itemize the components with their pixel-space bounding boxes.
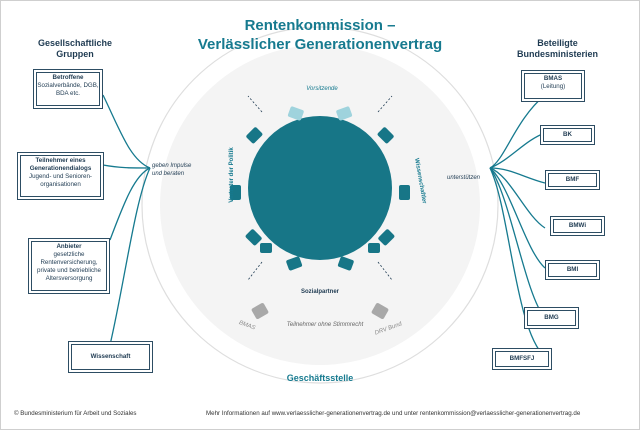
- group-box-generationendialog: Teilnehmer eines Generationendialogs Jug…: [17, 152, 104, 200]
- outer-ring: [141, 26, 499, 384]
- group-box-anbieter: Anbieter gesetzliche Rentenversicherung,…: [28, 238, 110, 294]
- right-heading: Beteiligte Bundesministerien: [500, 38, 615, 60]
- ministry-box-bmi: BMI: [545, 260, 600, 280]
- ministry-box-bk: BK: [540, 125, 595, 145]
- right-heading-line-2: Bundesministerien: [516, 49, 599, 59]
- label-politics: Vertreter der Politik: [229, 147, 235, 203]
- title-line-1: Rentenkommission –: [244, 17, 396, 34]
- label-office: Geschäftsstelle: [286, 373, 354, 383]
- ministry-box-title: BMWi: [568, 222, 587, 229]
- group-box-title: Betroffene: [52, 74, 84, 81]
- label-chair: Vorsitzende: [306, 86, 338, 92]
- ministry-box-title: BMI: [566, 266, 579, 273]
- group-box-line: organisationen: [40, 181, 81, 188]
- ministry-box-bmg: BMG: [524, 307, 579, 329]
- footer-copyright: © Bundesministerium für Arbeit und Sozia…: [14, 410, 137, 417]
- ministry-box-bmas: BMAS (Leitung): [521, 70, 585, 102]
- group-box-line: Rentenversicherung,: [40, 259, 98, 266]
- sector-lines: [247, 95, 393, 281]
- group-box-betroffene: Betroffene Sozialverbände, DGB, BDA etc.: [33, 69, 103, 109]
- left-heading-line-2: Gruppen: [56, 49, 94, 59]
- left-connectors: [102, 94, 151, 346]
- group-box-title: Teilnehmer eines Generationendialogs: [29, 157, 92, 172]
- ministry-box-sub: (Leitung): [540, 83, 566, 90]
- label-nonvoting: Teilnehmer ohne Stimmrecht: [286, 322, 364, 328]
- left-note-line-1: geben Impulse: [152, 163, 192, 169]
- central-table: [248, 116, 392, 260]
- ministry-box-title: BK: [563, 131, 572, 138]
- group-box-line: gesetzliche: [53, 251, 85, 258]
- group-box-line: private und betriebliche: [37, 267, 101, 274]
- ministry-box-bmfsfj: BMFSFJ: [492, 348, 552, 370]
- group-box-line: Sozialverbände, DGB,: [37, 82, 99, 89]
- group-box-line: Jugend- und Senioren-: [29, 173, 92, 180]
- ministry-box-bmf: BMF: [545, 170, 600, 190]
- group-box-title: Anbieter: [56, 243, 82, 250]
- ministry-box-title: BMG: [544, 314, 559, 321]
- ministry-box-title: BMAS: [543, 75, 563, 82]
- title-line-2: Verlässlicher Generationenvertrag: [197, 36, 443, 53]
- chair-seats: [287, 106, 353, 121]
- footer-info: Mehr Informationen auf www.verlaessliche…: [206, 410, 581, 417]
- ministry-box-title: BMFSFJ: [509, 355, 535, 362]
- chairs: [230, 127, 410, 271]
- label-social-partners: Sozialpartner: [300, 289, 339, 295]
- left-note-line-2: und beraten: [152, 171, 185, 177]
- left-note: geben Impulse und beraten: [152, 162, 212, 178]
- left-heading: Gesellschaftliche Gruppen: [20, 38, 130, 60]
- diagram-title: Rentenkommission – Verlässlicher Generat…: [160, 16, 480, 54]
- group-box-wissenschaft: Wissenschaft: [68, 341, 153, 373]
- group-box-line: Altersversorgung: [45, 275, 93, 282]
- right-connectors: [489, 94, 546, 358]
- right-heading-line-1: Beteiligte: [537, 38, 578, 48]
- ministry-box-bmwi: BMWi: [550, 216, 605, 236]
- right-note: unterstützen: [447, 175, 481, 181]
- grey-chairs: [251, 303, 389, 319]
- ministry-box-title: BMF: [565, 176, 580, 183]
- group-box-line: BDA etc.: [55, 90, 81, 97]
- left-heading-line-1: Gesellschaftliche: [37, 38, 113, 48]
- group-box-title: Wissenschaft: [90, 353, 131, 360]
